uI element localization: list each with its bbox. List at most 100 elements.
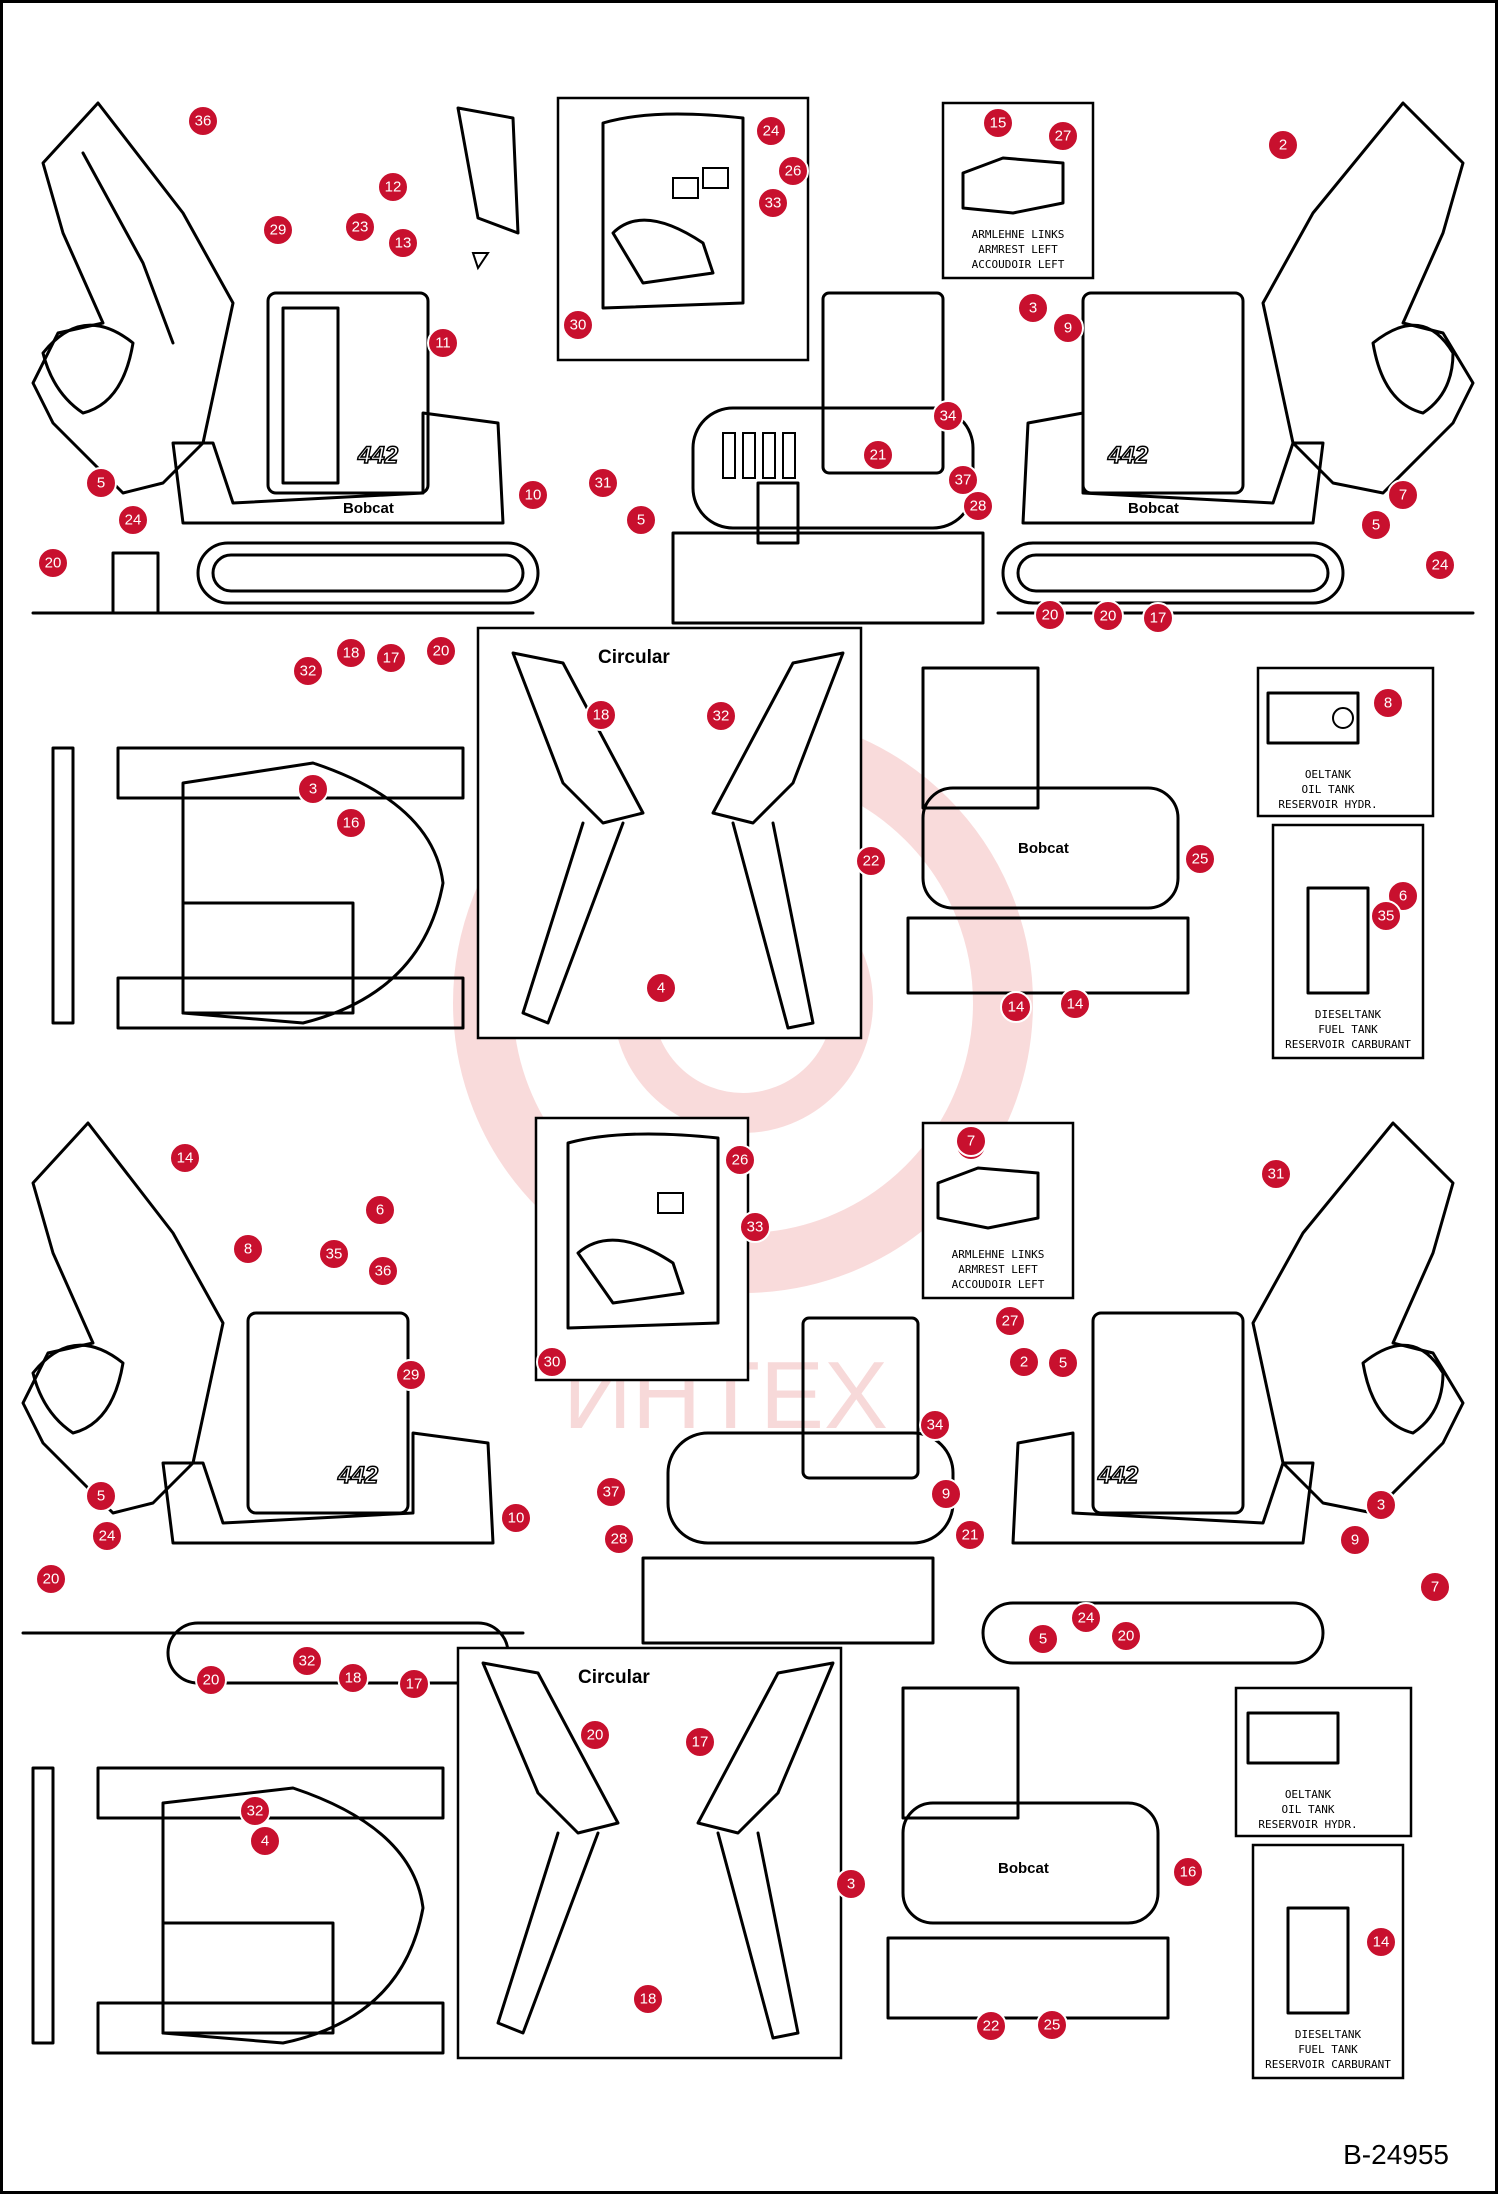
callout-top-30: 30 — [562, 309, 594, 341]
svg-text:22: 22 — [863, 853, 880, 870]
svg-text:32: 32 — [299, 1653, 316, 1670]
svg-text:23: 23 — [352, 219, 369, 236]
svg-text:20: 20 — [1118, 1628, 1135, 1645]
svg-text:OIL TANK: OIL TANK — [1302, 783, 1355, 796]
callout-bottom-24: 24 — [91, 1520, 123, 1552]
svg-text:22: 22 — [983, 2018, 1000, 2035]
callout-bottom-7: 7 — [1419, 1571, 1451, 1603]
callout-top-4: 4 — [645, 972, 677, 1004]
armrest-decal-top: ARMLEHNE LINKS ARMREST LEFT ACCOUDOIR LE… — [961, 156, 1065, 271]
svg-text:442: 442 — [337, 1462, 379, 1489]
excavator-rear-view-top: Bobcat — [906, 666, 1190, 995]
svg-text:18: 18 — [343, 645, 360, 662]
svg-text:24: 24 — [1078, 1610, 1095, 1627]
circular-label-top: Circular — [598, 647, 670, 668]
callout-top-33: 33 — [757, 187, 789, 219]
callout-bottom-29: 29 — [395, 1359, 427, 1391]
decal-location-diagram: ИНТЕХ 442 Bobcat ARMLEHNE — [21, 96, 1475, 2080]
svg-text:ACCOUDOIR LEFT: ACCOUDOIR LEFT — [972, 258, 1065, 271]
svg-text:442: 442 — [1107, 442, 1149, 469]
callout-bottom-5: 5 — [1047, 1347, 1079, 1379]
svg-text:25: 25 — [1044, 2017, 1061, 2034]
svg-text:10: 10 — [508, 1510, 525, 1527]
svg-text:OELTANK: OELTANK — [1285, 1788, 1332, 1801]
callout-top-11: 11 — [427, 327, 459, 359]
svg-text:20: 20 — [587, 1727, 604, 1744]
svg-text:21: 21 — [962, 1527, 979, 1544]
svg-text:ARMREST LEFT: ARMREST LEFT — [958, 1263, 1038, 1276]
svg-text:24: 24 — [1432, 557, 1449, 574]
callout-bottom-24: 24 — [1070, 1602, 1102, 1634]
svg-text:DIESELTANK: DIESELTANK — [1295, 2028, 1362, 2041]
svg-text:Bobcat: Bobcat — [998, 1860, 1049, 1877]
svg-text:20: 20 — [43, 1571, 60, 1588]
svg-text:Bobcat: Bobcat — [1128, 500, 1179, 517]
svg-text:27: 27 — [1002, 1313, 1019, 1330]
svg-text:10: 10 — [525, 487, 542, 504]
callout-top-3: 3 — [1017, 292, 1049, 324]
callout-bottom-3: 3 — [835, 1868, 867, 1900]
excavator-right-view-bottom: 442 — [981, 1121, 1465, 1665]
svg-text:15: 15 — [990, 115, 1007, 132]
svg-text:28: 28 — [611, 1531, 628, 1548]
svg-text:26: 26 — [732, 1152, 749, 1169]
svg-text:33: 33 — [747, 1219, 764, 1236]
callout-bottom-33: 33 — [739, 1211, 771, 1243]
callout-bottom-34: 34 — [919, 1409, 951, 1441]
svg-text:6: 6 — [1399, 888, 1407, 905]
fuel-tank-bottom: DIESELTANK FUEL TANK RESERVOIR CARBURANT — [1265, 1906, 1391, 2071]
svg-text:RESERVOIR CARBURANT: RESERVOIR CARBURANT — [1265, 2058, 1391, 2071]
callout-bottom-31: 31 — [1260, 1158, 1292, 1190]
svg-text:32: 32 — [300, 663, 317, 680]
svg-text:RESERVOIR HYDR.: RESERVOIR HYDR. — [1278, 798, 1377, 811]
svg-text:DIESELTANK: DIESELTANK — [1315, 1008, 1382, 1021]
svg-text:OELTANK: OELTANK — [1305, 768, 1352, 781]
callout-bottom-2: 2 — [1008, 1346, 1040, 1378]
callout-bottom-20: 20 — [1110, 1620, 1142, 1652]
callout-top-22: 22 — [855, 845, 887, 877]
svg-text:31: 31 — [1268, 1166, 1285, 1183]
svg-text:29: 29 — [403, 1367, 420, 1384]
callout-bottom-14: 14 — [1365, 1926, 1397, 1958]
callout-bottom-18: 18 — [337, 1662, 369, 1694]
callout-top-24: 24 — [117, 504, 149, 536]
cab-interior-bottom — [566, 1132, 720, 1330]
callout-bottom-6: 6 — [364, 1194, 396, 1226]
callout-bottom-30: 30 — [536, 1346, 568, 1378]
callout-top-14: 14 — [1059, 988, 1091, 1020]
callout-top-29: 29 — [262, 214, 294, 246]
svg-text:24: 24 — [99, 1528, 116, 1545]
callout-top-32: 32 — [705, 700, 737, 732]
svg-text:24: 24 — [763, 123, 780, 140]
callout-bottom-28: 28 — [603, 1523, 635, 1555]
svg-text:14: 14 — [177, 1150, 194, 1167]
callout-top-3: 3 — [297, 773, 329, 805]
oil-tank-top: OELTANK OIL TANK RESERVOIR HYDR. — [1266, 691, 1378, 811]
svg-text:3: 3 — [847, 1876, 855, 1893]
callout-bottom-9: 9 — [930, 1478, 962, 1510]
svg-text:25: 25 — [1192, 851, 1209, 868]
svg-text:37: 37 — [603, 1484, 620, 1501]
svg-text:11: 11 — [435, 335, 451, 352]
svg-text:3: 3 — [1029, 300, 1037, 317]
callout-top-34: 34 — [932, 400, 964, 432]
svg-text:2: 2 — [1279, 137, 1287, 154]
svg-text:5: 5 — [97, 1488, 105, 1505]
callout-top-20: 20 — [37, 547, 69, 579]
svg-text:18: 18 — [593, 707, 610, 724]
circular-arms-top — [511, 651, 845, 1030]
callout-top-27: 27 — [1047, 120, 1079, 152]
callout-top-17: 17 — [1142, 602, 1174, 634]
svg-text:5: 5 — [1059, 1355, 1067, 1372]
svg-text:18: 18 — [640, 1991, 657, 2008]
svg-text:28: 28 — [970, 498, 987, 515]
callout-top-17: 17 — [375, 642, 407, 674]
callout-bottom-17: 17 — [398, 1668, 430, 1700]
svg-text:Bobcat: Bobcat — [1018, 840, 1069, 857]
circular-inset-top — [476, 626, 863, 1040]
callout-top-28: 28 — [962, 490, 994, 522]
callout-top-36: 36 — [187, 105, 219, 137]
callout-bottom-17: 17 — [684, 1726, 716, 1758]
svg-text:29: 29 — [270, 222, 287, 239]
callout-bottom-21: 21 — [954, 1519, 986, 1551]
